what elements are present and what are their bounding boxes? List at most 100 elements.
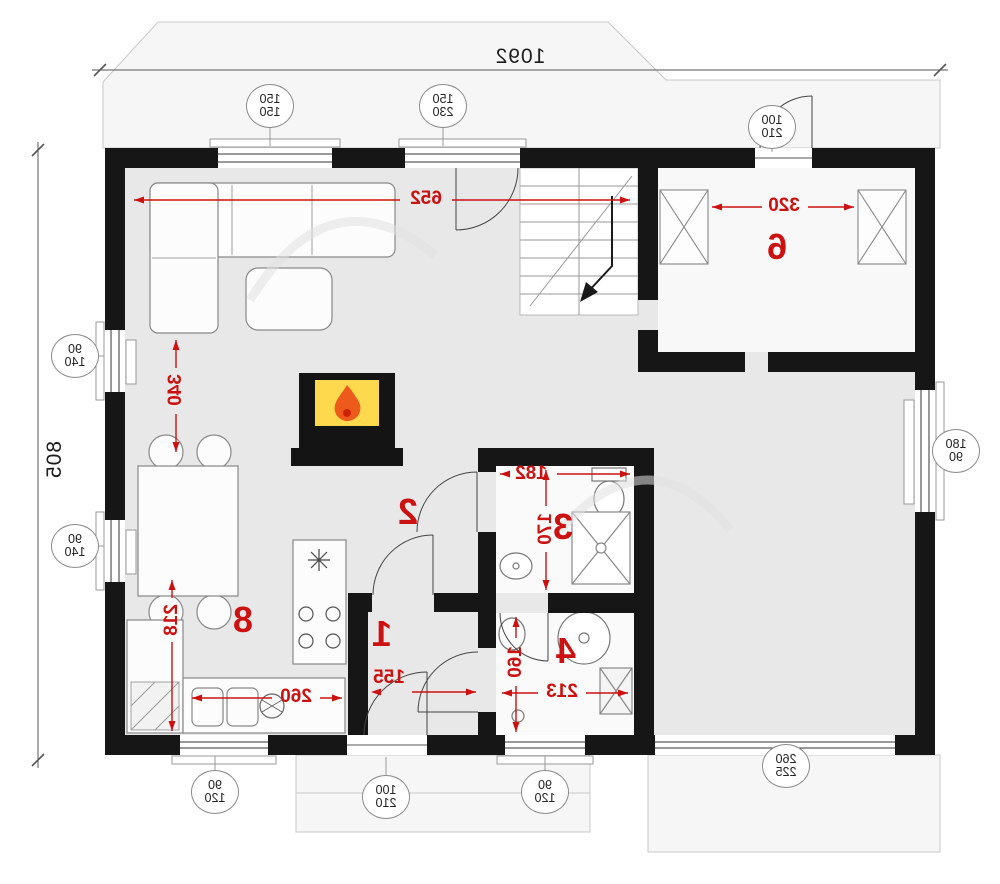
chair — [196, 594, 232, 630]
door-top-center — [398, 138, 527, 168]
opening-width-value: 150 — [259, 91, 281, 106]
opening-label-door-entry-lower: 100 210 — [362, 775, 410, 819]
wardrobe-left — [659, 189, 709, 265]
shower — [571, 511, 631, 585]
washer — [599, 667, 633, 715]
window-left-upper — [95, 321, 125, 401]
exterior-walls — [105, 148, 935, 755]
radiators — [125, 339, 915, 575]
radiator — [125, 529, 137, 575]
opening-width-value: 90 — [208, 777, 222, 792]
door-swing-bathroom — [416, 471, 478, 533]
opening-width-value: 90 — [68, 341, 82, 356]
chair — [148, 434, 184, 470]
dim-room6-width: 320 — [768, 195, 800, 216]
opening-height-value: 140 — [64, 545, 86, 559]
sink-drain — [512, 562, 520, 570]
radiator — [125, 339, 137, 385]
opening-height-value: 150 — [259, 105, 281, 119]
dim-kitchen-depth: 218 — [161, 604, 182, 636]
stair-direction-arrow — [585, 196, 613, 295]
boiler-center — [578, 632, 590, 644]
doors — [363, 95, 813, 736]
watermark — [246, 216, 734, 534]
dining-table — [137, 465, 239, 597]
wardrobe-right — [857, 189, 907, 265]
opening-label-door-top-center: 150 230 — [419, 84, 467, 128]
opening-height-value: 140 — [64, 355, 86, 369]
dimension-lines — [31, 63, 948, 768]
window-top-left — [209, 138, 341, 168]
opening-height-value: 120 — [534, 791, 556, 805]
arrow-head — [580, 282, 598, 302]
window-bottom-left — [171, 735, 277, 765]
opening-width-value: 90 — [538, 777, 552, 792]
door-swing-entry-lower — [363, 671, 428, 736]
overall-width-label: 1092 — [494, 45, 546, 68]
opening-label-window-left-lower: 90 140 — [51, 524, 99, 568]
kitchen-sink-bowl — [191, 687, 224, 727]
stairs — [520, 168, 638, 315]
dim-bath-depth: 170 — [535, 513, 556, 545]
opening-height-value: 120 — [204, 791, 226, 805]
door-swing-bath-utility — [499, 612, 549, 662]
opening-width-value: 100 — [375, 782, 397, 797]
opening-width-value: 150 — [432, 91, 454, 106]
opening-label-window-bottom-left: 90 120 — [191, 770, 239, 814]
room-number-6: 6 — [766, 226, 788, 267]
opening-height-value: 210 — [375, 796, 397, 810]
door-swing-hall — [372, 534, 434, 596]
door-swing-balcony — [455, 167, 519, 231]
dim-living-depth: 340 — [165, 374, 186, 406]
living-furniture — [137, 182, 396, 630]
opening-height-value: 225 — [775, 765, 797, 779]
opening-label-window-bottom-middle: 90 120 — [521, 770, 569, 814]
dim-utility-width: 213 — [546, 681, 578, 702]
opening-width-value: 90 — [68, 531, 82, 546]
door-entry-upper — [755, 148, 812, 168]
room-number-1: 1 — [371, 613, 393, 654]
dim-utility-depth: 160 — [505, 646, 526, 678]
opening-label-window-left-upper: 90 140 — [51, 334, 99, 378]
fridge — [130, 681, 180, 731]
bathroom-fixtures — [499, 467, 631, 585]
extractor-icon — [259, 693, 285, 719]
burner — [298, 606, 314, 622]
door-entry-lower — [347, 735, 427, 755]
burner — [325, 633, 341, 649]
burner — [325, 606, 341, 622]
red-dimension-arrows — [134, 196, 854, 732]
opening-width-value: 260 — [775, 751, 797, 766]
interior-walls — [348, 168, 935, 735]
opening-width-value: 180 — [945, 436, 967, 451]
hob-symbol-icon — [308, 549, 330, 571]
fireplace — [291, 373, 403, 466]
room-number-2: 2 — [397, 491, 419, 532]
door-swing-utility — [417, 651, 479, 713]
opening-height-value: 90 — [949, 450, 963, 464]
opening-label-door-entry-upper: 100 210 — [748, 105, 796, 149]
opening-width-value: 100 — [761, 112, 783, 127]
opening-label-door-terrace: 260 225 — [762, 744, 810, 788]
opening-height-value: 210 — [761, 126, 783, 140]
overall-depth-label: 805 — [43, 440, 66, 480]
wardrobes — [659, 189, 907, 265]
dim-kitchen-width: 260 — [280, 686, 312, 707]
dim-bath-width: 182 — [515, 463, 547, 484]
room-number-8: 8 — [232, 599, 254, 640]
dim-entry-width: 155 — [373, 667, 405, 688]
roof-outline — [102, 21, 941, 853]
dim-living-width: 652 — [410, 188, 442, 209]
opening-label-window-top-left: 150 150 — [246, 84, 294, 128]
kitchen — [126, 539, 347, 734]
radiator — [903, 399, 915, 505]
flame-icon — [334, 385, 361, 421]
window-left-lower — [95, 511, 125, 591]
kitchen-sink-bowl — [226, 687, 259, 727]
chair — [196, 434, 232, 470]
burner — [298, 633, 314, 649]
opening-height-value: 230 — [432, 105, 454, 119]
opening-label-window-right: 180 90 — [932, 429, 980, 473]
